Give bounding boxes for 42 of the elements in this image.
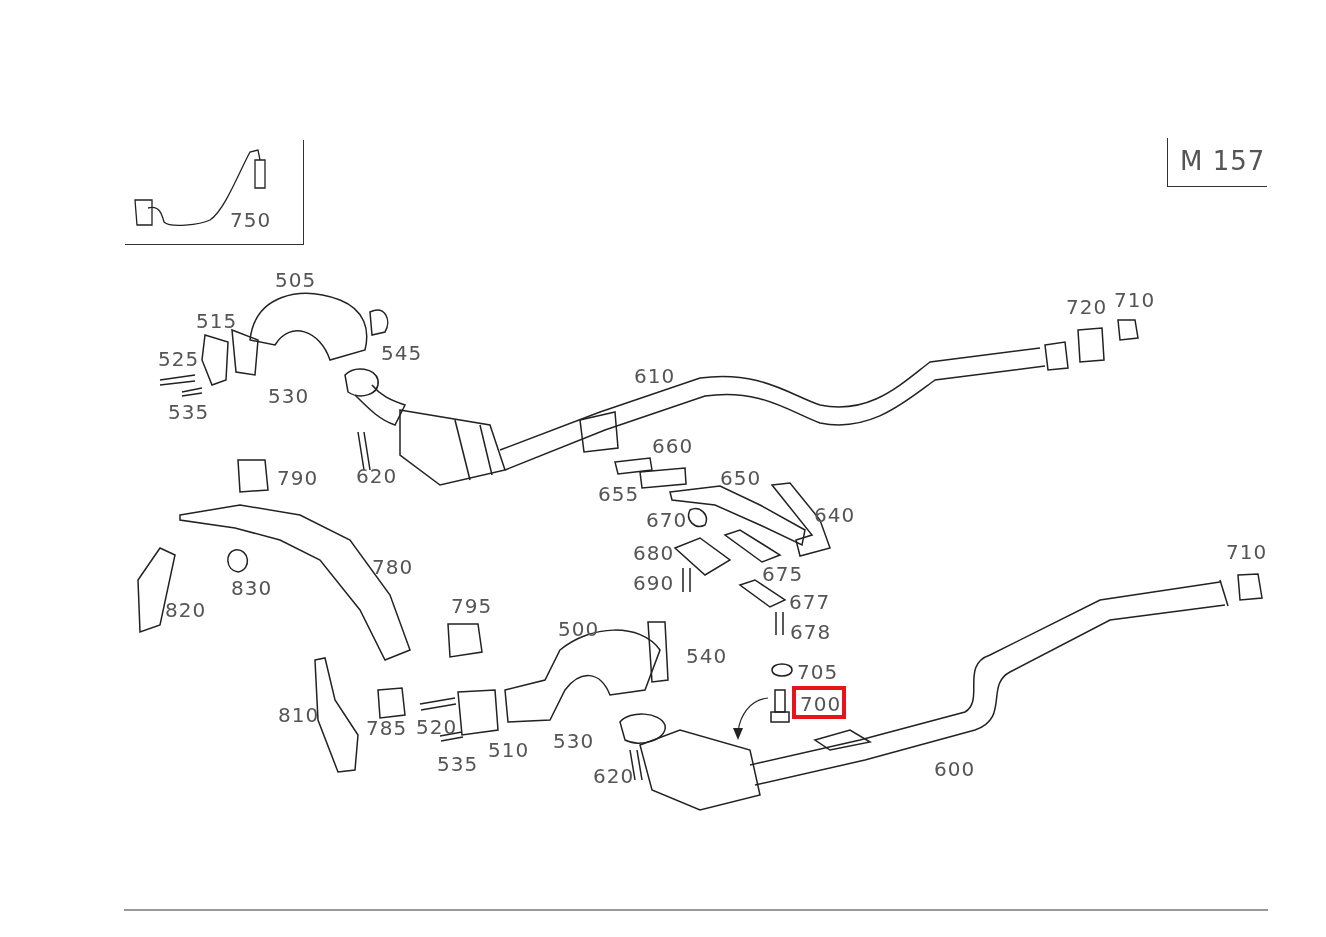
callout-number: 535 xyxy=(437,752,479,776)
callout-number: 520 xyxy=(416,715,458,739)
callout-number: 820 xyxy=(165,598,207,622)
callout-number: 720 xyxy=(1066,295,1108,319)
callout-number: 795 xyxy=(451,594,493,618)
callout-number: 530 xyxy=(553,729,595,753)
callout-number: 677 xyxy=(789,590,831,614)
callout-number: 780 xyxy=(372,555,414,579)
callout-number: 830 xyxy=(231,576,273,600)
callout-number: 710 xyxy=(1114,288,1156,312)
callout-number: 700 xyxy=(800,692,842,716)
callout-number: 660 xyxy=(652,434,694,458)
callout-number: 710 xyxy=(1226,540,1268,564)
callout-number: 535 xyxy=(168,400,210,424)
callout-number: 540 xyxy=(686,644,728,668)
callout-number: 655 xyxy=(598,482,640,506)
engine-code: M 157 xyxy=(1180,146,1266,176)
callout-number: 620 xyxy=(593,764,635,788)
callout-number: 620 xyxy=(356,464,398,488)
callout-number: 610 xyxy=(634,364,676,388)
callout-number: 505 xyxy=(275,268,317,292)
callout-number: 705 xyxy=(797,660,839,684)
callout-number: 750 xyxy=(230,208,272,232)
callout-number: 510 xyxy=(488,738,530,762)
highlight-box xyxy=(792,686,846,719)
callout-number: 680 xyxy=(633,541,675,565)
callout-number: 785 xyxy=(366,716,408,740)
callout-number: 670 xyxy=(646,508,688,532)
callout-number: 678 xyxy=(790,620,832,644)
callout-number: 690 xyxy=(633,571,675,595)
callout-number: 545 xyxy=(381,341,423,365)
callout-number: 600 xyxy=(934,757,976,781)
callout-number: 640 xyxy=(814,503,856,527)
callout-number: 525 xyxy=(158,347,200,371)
callout-number: 675 xyxy=(762,562,804,586)
callout-number: 650 xyxy=(720,466,762,490)
engine-code-frame xyxy=(1167,138,1267,187)
callout-number: 790 xyxy=(277,466,319,490)
callout-number: 530 xyxy=(268,384,310,408)
callout-number: 500 xyxy=(558,617,600,641)
callout-number: 810 xyxy=(278,703,320,727)
callout-number: 515 xyxy=(196,309,238,333)
